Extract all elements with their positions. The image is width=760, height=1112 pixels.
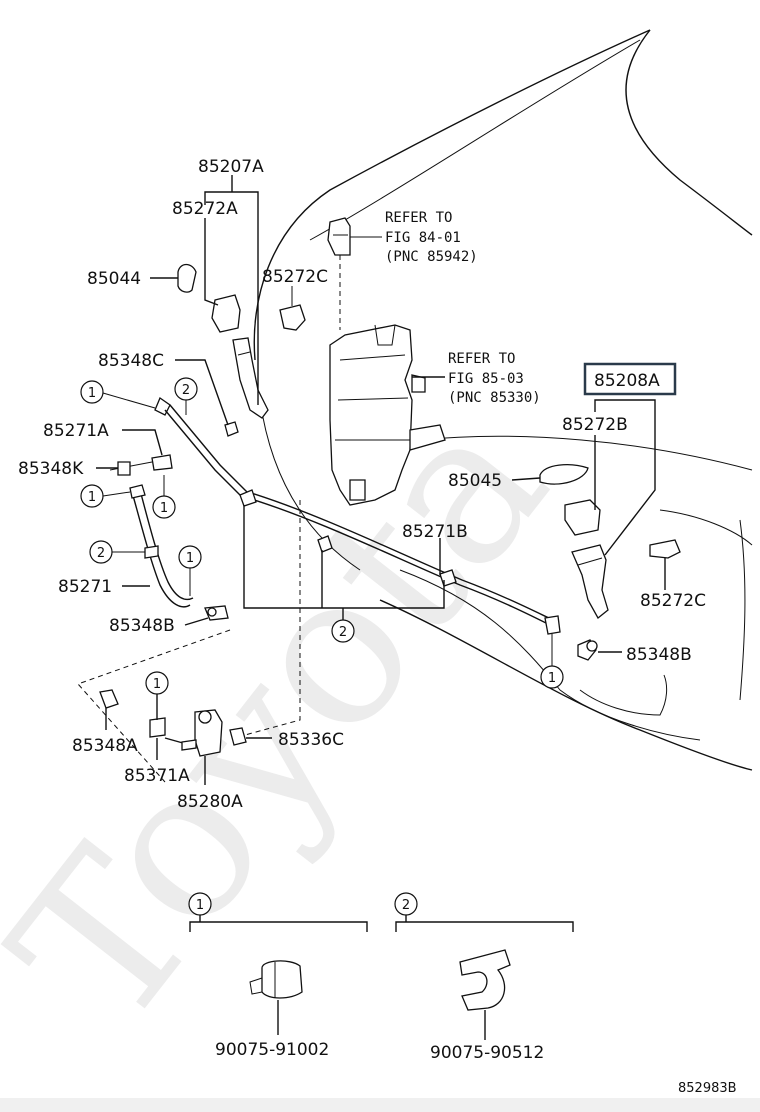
svg-text:1: 1 (186, 551, 194, 566)
label-85348B-right: 85348B (626, 645, 692, 665)
grommet-85336c (229, 727, 247, 746)
diagram-code: 852983B (678, 1081, 737, 1096)
label-85271: 85271 (58, 577, 112, 597)
right-nozzle-assembly (564, 499, 609, 619)
clip-85272c-top (279, 286, 306, 331)
label-85271B: 85271B (402, 522, 468, 542)
reference-note-fig-85-03: REFER TO FIG 85-03 (PNC 85330) (448, 351, 541, 406)
label-85280A: 85280A (177, 792, 243, 812)
cap-85044 (177, 263, 197, 293)
label-85271A: 85271A (43, 421, 109, 441)
callout-2-c: 2 (331, 619, 355, 643)
svg-text:1: 1 (548, 671, 556, 686)
label-85207A: 85207A (198, 157, 264, 177)
svg-text:(PNC 85942): (PNC 85942) (385, 249, 478, 265)
label-85348C: 85348C (98, 351, 164, 371)
svg-text:1: 1 (160, 501, 168, 516)
svg-text:REFER TO: REFER TO (385, 210, 452, 226)
label-85348A: 85348A (72, 736, 138, 756)
label-85348K: 85348K (18, 459, 84, 479)
svg-text:(PNC 85330): (PNC 85330) (448, 390, 541, 406)
callout-2-a: 2 (174, 377, 198, 415)
svg-text:FIG 84-01: FIG 84-01 (385, 230, 461, 246)
callout-2-b: 2 (89, 540, 145, 564)
left-hoses (109, 397, 251, 608)
callout-1-e: 1 (540, 634, 564, 689)
label-85272B: 85272B (562, 415, 628, 435)
clip-85272c-right (649, 539, 681, 559)
legend-item-1: 1 90075-91002 (188, 892, 368, 1060)
label-85272A: 85272A (172, 199, 238, 219)
label-85272C-right: 85272C (640, 591, 706, 611)
callout-1-c: 1 (152, 475, 176, 519)
label-85045: 85045 (448, 471, 502, 491)
svg-text:2: 2 (339, 625, 347, 640)
leader-85271A (122, 429, 163, 456)
leader-85348C (175, 359, 229, 426)
svg-text:2: 2 (97, 546, 105, 561)
label-85348B-left: 85348B (109, 616, 175, 636)
sensor-bracket (327, 217, 351, 256)
svg-text:1: 1 (88, 386, 96, 401)
highlight-box-85208A (583, 362, 677, 396)
svg-text:2: 2 (182, 383, 190, 398)
label-85208A: 85208A (594, 371, 660, 391)
washer-pump-85280a (181, 709, 223, 757)
leader-85045 (511, 477, 541, 481)
label-85371A: 85371A (124, 766, 190, 786)
cap-85045 (539, 464, 589, 485)
callout-1-a: 1 (80, 380, 156, 409)
dash-pump-to-tank (244, 500, 301, 736)
label-85336C: 85336C (278, 730, 344, 750)
left-nozzle-assembly (211, 294, 269, 419)
label-85272C-top: 85272C (262, 267, 328, 287)
footer-bar (0, 1098, 760, 1112)
leader-85272A (204, 218, 219, 306)
check-valve-85348b-left (204, 605, 229, 621)
svg-text:FIG 85-03: FIG 85-03 (448, 371, 524, 387)
vehicle-body-outline (253, 29, 753, 771)
reference-note-fig-84-01: REFER TO FIG 84-01 (PNC 85942) (385, 210, 478, 265)
label-90075-90512: 90075-90512 (430, 1043, 544, 1063)
callout-1-b: 1 (80, 484, 131, 508)
svg-text:1: 1 (153, 677, 161, 692)
bracket-85208A (594, 399, 656, 556)
valve-85348b-right (577, 639, 598, 661)
svg-text:1: 1 (88, 490, 96, 505)
callout-1-f: 1 (145, 671, 169, 695)
check-valve-85348a (99, 689, 119, 709)
callout-1-d: 1 (178, 545, 202, 596)
svg-text:1: 1 (196, 898, 204, 913)
legend-item-2: 2 90075-90512 (394, 892, 574, 1063)
label-85044: 85044 (87, 269, 141, 289)
label-90075-91002: 90075-91002 (215, 1040, 329, 1060)
bracket-85271B (243, 505, 445, 609)
washer-tank (329, 324, 446, 506)
svg-text:2: 2 (402, 898, 410, 913)
svg-text:REFER TO: REFER TO (448, 351, 515, 367)
leader-85348B-left (184, 617, 209, 626)
